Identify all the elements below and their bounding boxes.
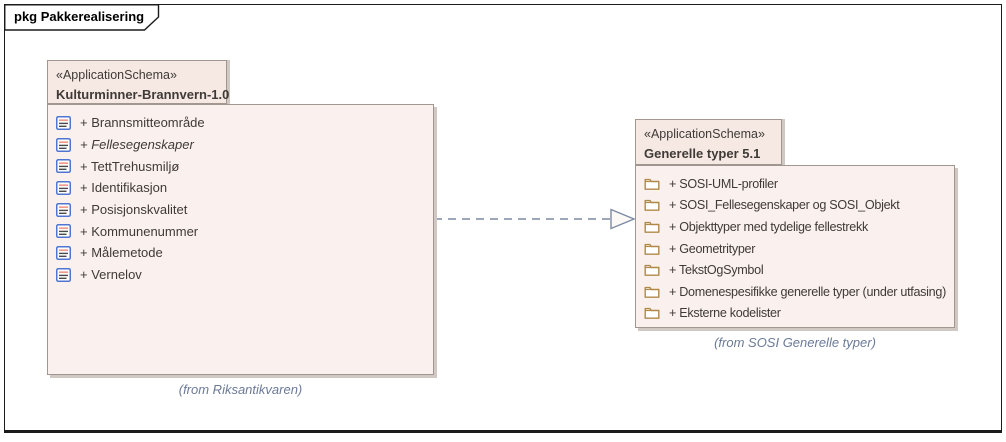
package-content-item: + Domenespesifikke generelle typer (unde… — [644, 281, 950, 303]
folder-icon — [644, 200, 660, 212]
folder-icon — [644, 178, 660, 190]
class-icon — [56, 245, 71, 260]
package-content-item: + Eksterne kodelister — [644, 303, 950, 325]
package-content-item: + Vernelov — [56, 264, 429, 286]
package-body-generelle-typer: + SOSI-UML-profiler + SOSI_Fellesegenska… — [635, 165, 955, 328]
item-label: + Målemetode — [80, 245, 163, 261]
item-label: + Posisjonskvalitet — [80, 202, 188, 218]
package-content-item: + TekstOgSymbol — [644, 259, 950, 281]
package-content-item: + Geometrityper — [644, 238, 950, 260]
item-label: + Brannsmitteområde — [80, 115, 205, 131]
item-label: + Eksterne kodelister — [669, 306, 781, 321]
stereotype-label: «ApplicationSchema» — [56, 68, 177, 82]
folder-icon — [644, 308, 660, 320]
folder-icon — [644, 265, 660, 277]
class-icon — [56, 202, 71, 217]
item-label: + Vernelov — [80, 267, 142, 283]
item-label: + Domenespesifikke generelle typer (unde… — [669, 284, 946, 299]
class-icon — [56, 180, 71, 195]
folder-icon — [644, 221, 660, 233]
item-label: + SOSI-UML-profiler — [669, 176, 778, 191]
package-content-item: + Posisjonskvalitet — [56, 199, 429, 221]
package-content-item: + Identifikasjon — [56, 177, 429, 199]
item-label: + TekstOgSymbol — [669, 263, 764, 278]
item-label: + TettTrehusmiljø — [80, 158, 180, 174]
from-note: (from Riksantikvaren) — [178, 382, 303, 397]
frame-tab — [4, 4, 160, 31]
class-icon — [56, 115, 71, 130]
item-label: + Objekttyper med tydelige fellestrekk — [669, 219, 868, 234]
package-content-item: + Målemetode — [56, 242, 429, 264]
package-content-item: + TettTrehusmiljø — [56, 155, 429, 177]
package-tab-kulturminner-brannvern: «ApplicationSchema» Kulturminner-Brannve… — [47, 60, 230, 104]
from-note: (from SOSI Generelle typer) — [714, 335, 876, 350]
package-content-list: + Brannsmitteområde + Fellesegenskaper +… — [48, 105, 433, 286]
item-label: + Fellesegenskaper — [80, 137, 194, 153]
realization-connector — [434, 208, 636, 230]
package-name: Generelle typer 5.1 — [644, 146, 761, 161]
package-content-item: + Objekttyper med tydelige fellestrekk — [644, 216, 950, 238]
package-tab-generelle-typer: «ApplicationSchema» Generelle typer 5.1 — [635, 119, 782, 165]
package-content-item: + Brannsmitteområde — [56, 112, 429, 134]
item-label: + Kommunenummer — [80, 223, 199, 239]
frame-tab-label: pkg Pakkerealisering — [14, 9, 145, 24]
diagram-frame — [4, 4, 1002, 433]
package-content-item: + Fellesegenskaper — [56, 134, 429, 156]
item-label: + Identifikasjon — [80, 180, 168, 196]
package-content-item: + SOSI-UML-profiler — [644, 173, 950, 195]
package-name: Kulturminner-Brannvern-1.0 — [56, 87, 230, 102]
item-label: + SOSI_Fellesegenskaper og SOSI_Objekt — [669, 198, 900, 213]
folder-icon — [644, 286, 660, 298]
class-icon — [56, 159, 71, 174]
package-content-item: + Kommunenummer — [56, 220, 429, 242]
item-label: + Geometrityper — [669, 241, 756, 256]
package-content-list: + SOSI-UML-profiler + SOSI_Fellesegenska… — [636, 166, 954, 324]
package-body-kulturminner-brannvern: + Brannsmitteområde + Fellesegenskaper +… — [47, 104, 434, 375]
folder-icon — [644, 243, 660, 255]
class-icon — [56, 267, 71, 282]
class-icon — [56, 224, 71, 239]
class-icon — [56, 137, 71, 152]
stereotype-label: «ApplicationSchema» — [644, 127, 765, 141]
realization-arrowhead — [610, 208, 636, 230]
package-content-item: + SOSI_Fellesegenskaper og SOSI_Objekt — [644, 195, 950, 217]
